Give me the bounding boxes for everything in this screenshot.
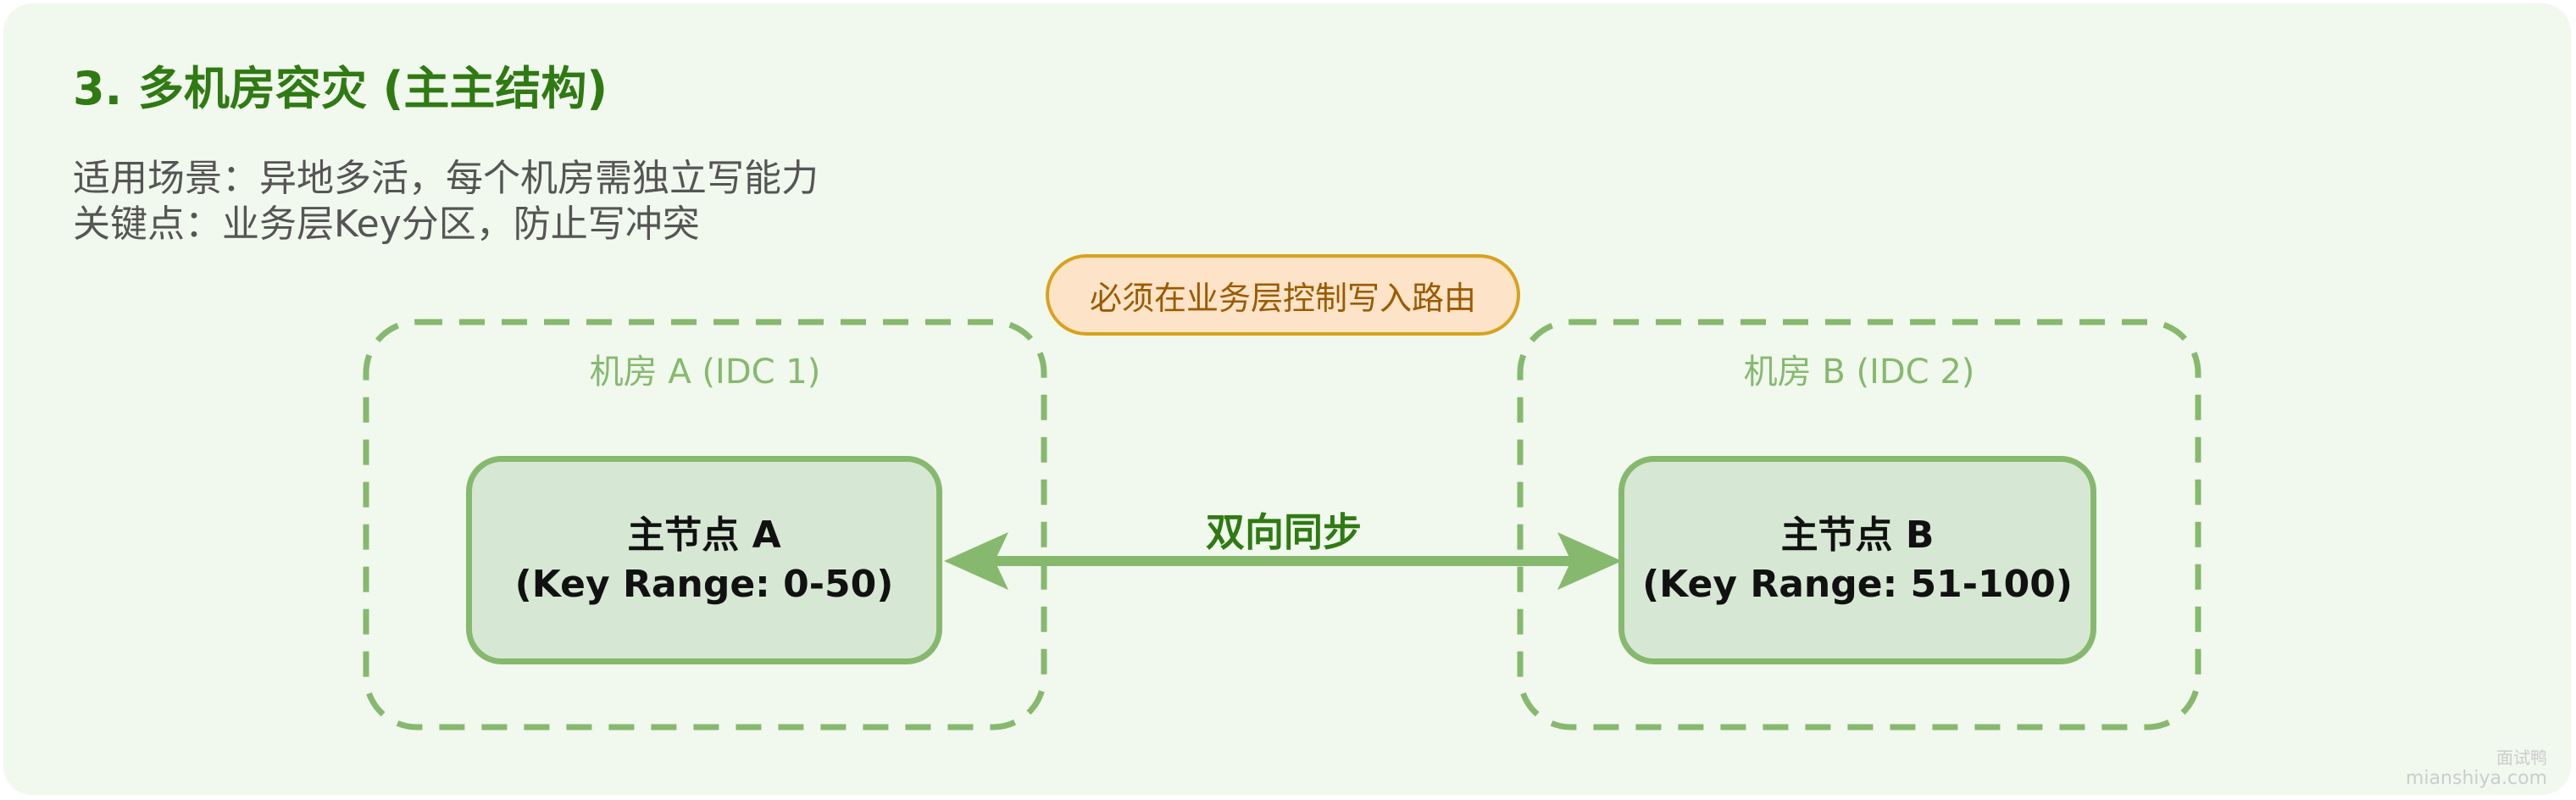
- sync-label: 双向同步: [1206, 509, 1362, 555]
- description-keypoint: 关键点：业务层Key分区，防止写冲突: [73, 203, 700, 246]
- master-node-b: 主节点 B (Key Range: 51-100): [1618, 456, 2096, 664]
- description-scenario: 适用场景：异地多活，每个机房需独立写能力: [73, 157, 819, 200]
- routing-note: 必须在业务层控制写入路由: [1046, 254, 1520, 336]
- description: 适用场景：异地多活，每个机房需独立写能力 关键点：业务层Key分区，防止写冲突: [73, 156, 819, 247]
- watermark-logo-text: 面试鸭: [2496, 747, 2547, 768]
- master-node-b-title: 主节点 B: [1780, 514, 1935, 557]
- master-node-a-range: (Key Range: 0-50): [514, 563, 894, 606]
- room-b-boundary: [1517, 319, 2201, 731]
- watermark-url: mianshiya.com: [2406, 768, 2547, 789]
- diagram-title: 3. 多机房容灾 (主主结构): [73, 62, 608, 115]
- diagram-panel: [3, 3, 2571, 795]
- master-node-a-title: 主节点 A: [627, 514, 781, 557]
- master-node-b-range: (Key Range: 51-100): [1642, 563, 2073, 606]
- sync-arrow-head-right: [1557, 532, 1622, 590]
- master-node-a: 主节点 A (Key Range: 0-50): [466, 456, 942, 664]
- sync-arrow-head-left: [944, 532, 1008, 590]
- room-a-boundary: [363, 319, 1047, 731]
- room-a-label: 机房 A (IDC 1): [589, 353, 821, 392]
- room-b-label: 机房 B (IDC 2): [1743, 353, 1975, 392]
